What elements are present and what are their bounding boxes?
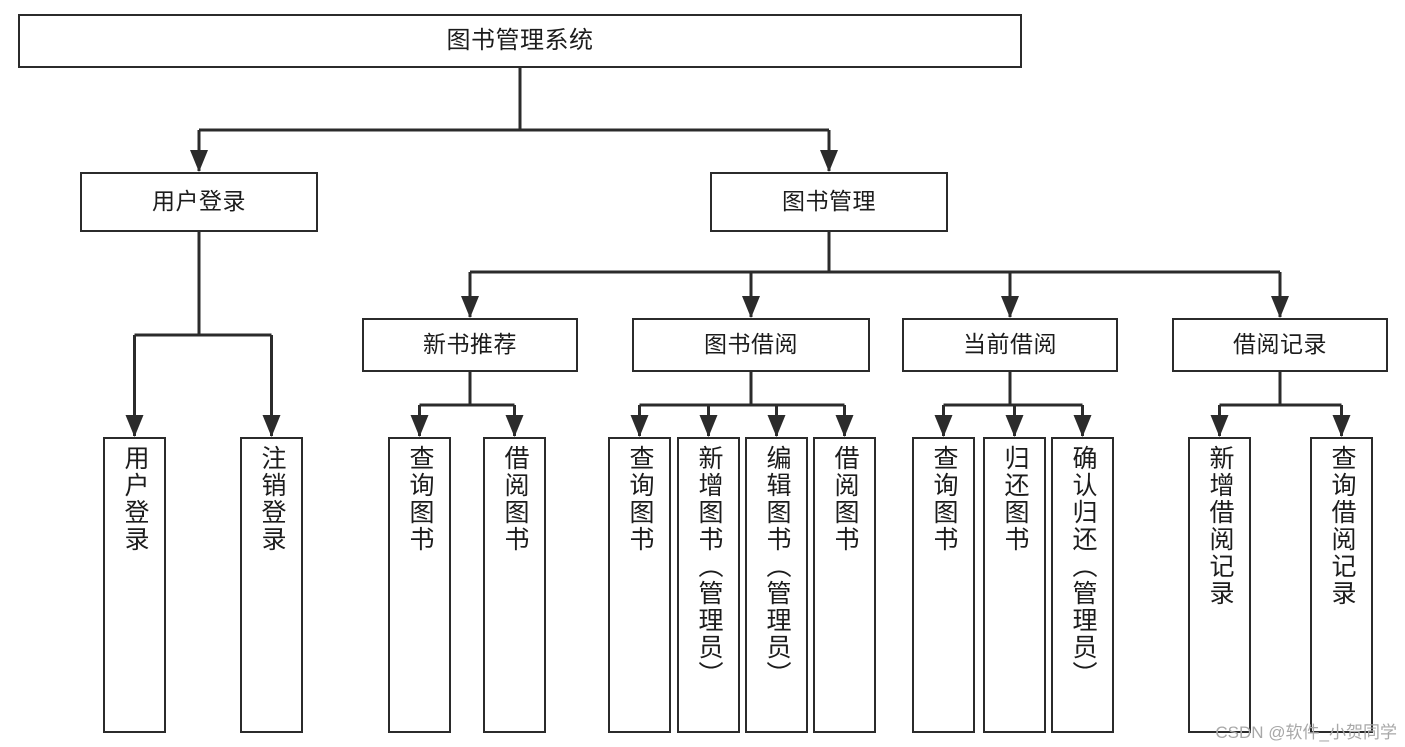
node-leaf-bor-2[interactable]: 新增图书（管理员） (677, 437, 740, 733)
node-label: 新增图书（管理员） (695, 445, 723, 688)
node-login[interactable]: 用户登录 (80, 172, 318, 232)
node-label: 查询图书 (930, 445, 958, 553)
node-leaf-cur-1[interactable]: 查询图书 (912, 437, 975, 733)
node-label: 归还图书 (1001, 445, 1029, 553)
node-label: 新书推荐 (423, 331, 517, 358)
node-leaf-login-2[interactable]: 注销登录 (240, 437, 303, 733)
csdn-watermark: CSDN @软件_小贺同学 (1215, 723, 1397, 742)
node-leaf-bor-1[interactable]: 查询图书 (608, 437, 671, 733)
node-bookmgmt[interactable]: 图书管理 (710, 172, 948, 232)
node-leaf-login-1[interactable]: 用户登录 (103, 437, 166, 733)
node-label: 查询借阅记录 (1328, 445, 1356, 607)
node-leaf-cur-3[interactable]: 确认归还（管理员） (1051, 437, 1114, 733)
node-leaf-rec-2[interactable]: 查询借阅记录 (1310, 437, 1373, 733)
node-leaf-cur-2[interactable]: 归还图书 (983, 437, 1046, 733)
node-leaf-new-1[interactable]: 查询图书 (388, 437, 451, 733)
node-label: 查询图书 (406, 445, 434, 553)
node-label: 图书借阅 (704, 331, 798, 358)
node-root[interactable]: 图书管理系统 (18, 14, 1022, 68)
node-label: 当前借阅 (963, 331, 1057, 358)
node-label: 编辑图书（管理员） (763, 445, 791, 688)
node-newbook[interactable]: 新书推荐 (362, 318, 578, 372)
node-label: 图书管理 (782, 188, 876, 215)
node-label: 借阅图书 (831, 445, 859, 553)
node-label: 用户登录 (152, 188, 246, 215)
node-records[interactable]: 借阅记录 (1172, 318, 1388, 372)
node-label: 借阅记录 (1233, 331, 1327, 358)
node-label: 图书管理系统 (446, 26, 594, 54)
node-label: 确认归还（管理员） (1069, 445, 1097, 688)
node-leaf-rec-1[interactable]: 新增借阅记录 (1188, 437, 1251, 733)
node-leaf-bor-4[interactable]: 借阅图书 (813, 437, 876, 733)
node-leaf-new-2[interactable]: 借阅图书 (483, 437, 546, 733)
node-borrow[interactable]: 图书借阅 (632, 318, 870, 372)
node-label: 用户登录 (121, 445, 149, 553)
node-label: 借阅图书 (501, 445, 529, 553)
node-leaf-bor-3[interactable]: 编辑图书（管理员） (745, 437, 808, 733)
node-label: 注销登录 (258, 445, 286, 553)
node-label: 新增借阅记录 (1206, 445, 1234, 607)
node-label: 查询图书 (626, 445, 654, 553)
node-current[interactable]: 当前借阅 (902, 318, 1118, 372)
